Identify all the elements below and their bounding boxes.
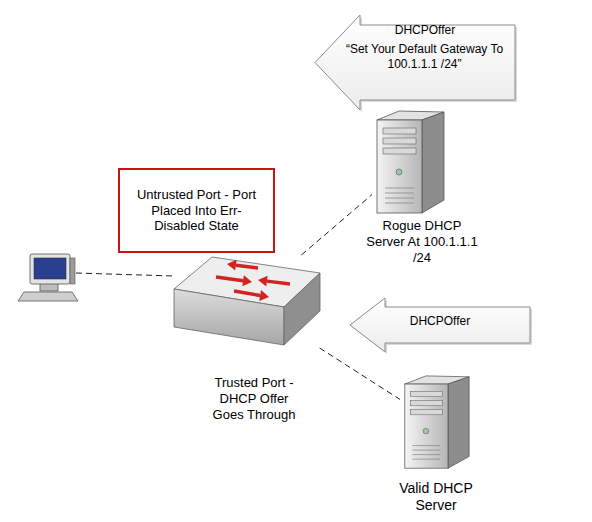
arrow-shaft [216,277,243,281]
drive-bay [383,148,416,154]
server-front [377,120,422,213]
node-text: DHCPOffer [370,314,510,329]
switch-front [174,289,284,345]
keyboard [18,292,78,301]
arrow-shaft [267,281,290,284]
drive-bay [383,128,416,134]
power-led [396,169,402,175]
vent-line [385,203,414,204]
offer-arrow: DHCPOffer [350,298,530,352]
node-shape [372,110,447,215]
monitor-frame [30,254,70,284]
arrow-head [227,260,237,271]
switch-node: Trusted Port - DHCP Offer Goes Through [172,255,322,348]
arrow-head [258,276,268,287]
offer-arrow: DHCPOffer “Set Your Default Gateway To 10… [315,15,515,110]
arrow-shaft [236,265,258,268]
node-text: “Set Your Default Gateway To 100.1.1.1 /… [342,42,507,71]
network-link [301,195,372,255]
arrow-outline [315,15,515,110]
server-side [448,377,469,468]
drive-bay [383,138,416,144]
monitor-screen [34,258,66,279]
node-text: Valid DHCP Server [390,480,482,514]
drive-bay [411,400,443,405]
server-front [405,384,448,468]
node-shape [400,375,472,470]
drive-bay [411,409,443,414]
vent-line [385,188,414,189]
vent-line [412,445,440,446]
server-node: Valid DHCP Server [400,375,472,470]
vent-line [385,193,414,194]
arrow-head [242,275,252,286]
vent-line [412,450,440,451]
client-link [76,273,174,276]
node-text: Untrusted Port - Port Placed Into Err-Di… [136,187,257,235]
server-node: Rogue DHCP Server At 100.1.1.1 /24 [372,110,447,215]
node-text: DHCPOffer [335,23,515,38]
power-led [423,428,429,433]
monitor-side [70,258,75,284]
client-computer [18,254,78,301]
node-shape [172,255,322,348]
callout-box: Untrusted Port - Port Placed Into Err-Di… [118,168,275,253]
network-link [320,348,400,399]
drive-bay [411,391,443,396]
arrow-head [259,290,269,301]
arrow-outline [350,298,530,352]
server-side [422,112,444,213]
vent-line [385,198,414,199]
vent-line [412,454,440,455]
node-text: Rogue DHCP Server At 100.1.1.1 /24 [362,218,482,266]
arrow-shaft [234,291,260,295]
vent-line [412,459,440,460]
node-text: Trusted Port - DHCP Offer Goes Through [208,375,300,423]
